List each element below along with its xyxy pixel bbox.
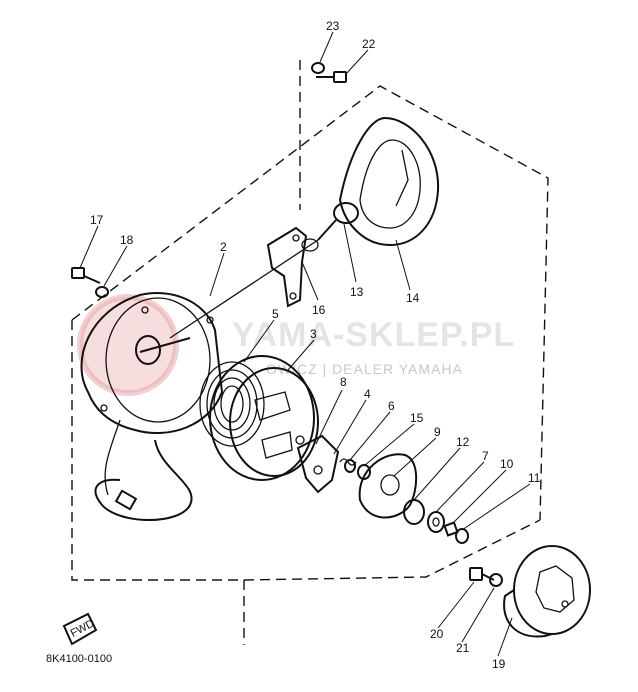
callout-9: 9 — [434, 425, 441, 439]
callout-labels: 23 22 17 18 2 16 13 14 5 3 8 4 6 15 9 12… — [90, 19, 541, 671]
cable-loop — [94, 439, 193, 521]
callout-12: 12 — [456, 435, 470, 449]
washer-23 — [311, 62, 325, 74]
watermark-title: YAMA-SKLEP.PL — [232, 316, 515, 354]
callout-16: 16 — [312, 303, 326, 317]
starter-pulley — [503, 545, 591, 638]
bolt-20 — [469, 567, 495, 581]
bolt-17 — [71, 267, 101, 284]
spacer-15 — [357, 464, 371, 480]
callout-7: 7 — [482, 449, 489, 463]
callout-17: 17 — [90, 213, 104, 227]
callout-22: 22 — [362, 37, 376, 51]
rope-bracket — [266, 226, 308, 308]
screw-11 — [455, 528, 469, 544]
rope-and-guide — [169, 202, 359, 339]
sheave-drum — [209, 355, 319, 481]
callout-21: 21 — [456, 641, 470, 655]
callout-8: 8 — [340, 375, 347, 389]
friction-spring — [403, 499, 425, 525]
washer-6 — [344, 459, 356, 473]
callout-3: 3 — [310, 327, 317, 341]
bolt-22 — [316, 71, 347, 83]
fwd-arrow-icon: FWD — [62, 612, 98, 646]
spiral-spring — [199, 361, 265, 447]
drive-plate — [358, 453, 418, 519]
part-code: 8K4100-0100 — [46, 653, 112, 665]
callout-13: 13 — [350, 285, 364, 299]
recoil-handle — [338, 116, 440, 247]
washer-21 — [489, 573, 503, 587]
assembly-boundary — [71, 60, 549, 645]
pawl-spring — [339, 458, 357, 466]
callout-11: 11 — [528, 471, 541, 485]
callout-20: 20 — [430, 627, 444, 641]
callout-18: 18 — [120, 233, 134, 247]
callout-5: 5 — [272, 307, 279, 321]
callout-4: 4 — [364, 387, 371, 401]
watermark: YAMA-SKLEP.PL OWICZ | DEALER YAMAHA — [77, 294, 515, 396]
washer-7 — [427, 511, 445, 533]
washer-18 — [95, 286, 109, 298]
callout-19: 19 — [492, 657, 506, 671]
starter-case — [80, 292, 224, 496]
callout-6: 6 — [388, 399, 395, 413]
callout-15: 15 — [410, 411, 424, 425]
leader-lines — [79, 31, 531, 657]
watermark-logo — [77, 294, 179, 396]
nut-10 — [443, 521, 459, 537]
pawl — [296, 434, 340, 494]
callout-14: 14 — [406, 291, 420, 305]
callout-23: 23 — [326, 19, 340, 33]
callout-2: 2 — [220, 240, 227, 254]
callout-10: 10 — [500, 457, 514, 471]
watermark-subtitle: OWICZ | DEALER YAMAHA — [266, 361, 463, 377]
